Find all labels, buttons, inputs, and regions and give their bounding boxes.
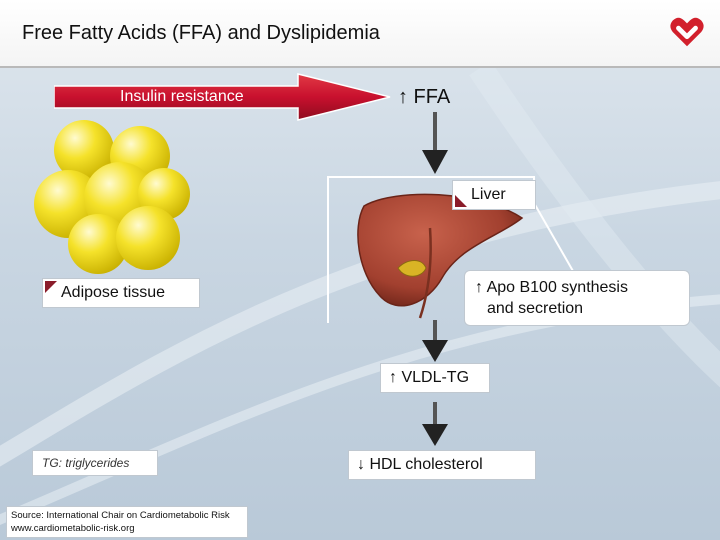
down-arrow-vldl <box>422 320 448 362</box>
adipose-label-box: Adipose tissue <box>42 278 200 308</box>
source-box: Source: International Chair on Cardiomet… <box>6 506 248 538</box>
apo-b100-box: ↑ Apo B100 synthesis and secretion <box>464 270 690 326</box>
insulin-arrow <box>54 73 391 121</box>
apo-b100-label: ↑ Apo B100 synthesis <box>475 279 628 296</box>
adipose-image <box>34 120 190 274</box>
vldl-label: ↑ VLDL-TG <box>389 369 470 386</box>
header: Free Fatty Acids (FFA) and Dyslipidemia <box>0 0 720 68</box>
corner-marker <box>45 281 57 293</box>
liver-panel <box>327 176 582 323</box>
ffa-label: ↑ FFA <box>398 86 451 108</box>
down-arrow-hdl <box>422 402 448 446</box>
hdl-box: ↓ HDL cholesterol <box>348 450 536 480</box>
source-line-1: Source: International Chair on Cardiomet… <box>11 510 230 521</box>
down-arrow-ffa <box>422 112 448 174</box>
liver-image <box>357 193 524 319</box>
insulin-resistance-label: Insulin resistance <box>120 88 244 105</box>
liver-label-box: Liver <box>452 180 536 210</box>
source-line-2: www.cardiometabolic-risk.org <box>11 523 135 534</box>
corner-marker <box>455 195 467 207</box>
footnote-box: TG: triglycerides <box>32 450 158 476</box>
apo-b100-label-2: and secretion <box>487 300 584 317</box>
footnote-text: TG: triglycerides <box>42 456 130 470</box>
vldl-box: ↑ VLDL-TG <box>380 363 490 393</box>
adipose-label: Adipose tissue <box>61 284 166 301</box>
hdl-label: ↓ HDL cholesterol <box>357 456 483 473</box>
page-title: Free Fatty Acids (FFA) and Dyslipidemia <box>22 22 380 44</box>
heart-logo-icon <box>670 17 704 47</box>
liver-label: Liver <box>471 186 506 203</box>
